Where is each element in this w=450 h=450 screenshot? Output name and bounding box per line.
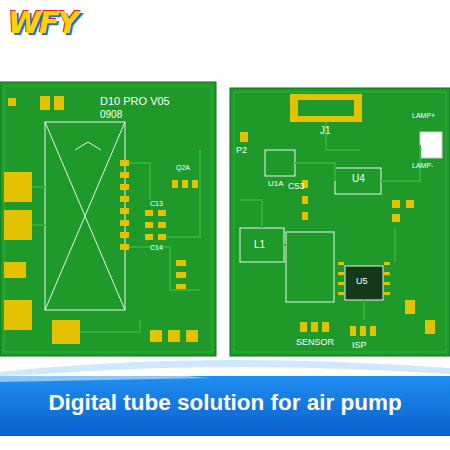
pin-label: LAMP+ bbox=[412, 112, 435, 119]
pin-label: LAMP- bbox=[412, 162, 433, 169]
logo-mark: WFY bbox=[8, 8, 77, 38]
connector-ref: P2 bbox=[236, 146, 247, 155]
component-ref: C14 bbox=[150, 244, 163, 251]
board-date: 0908 bbox=[100, 110, 122, 120]
board-name: D10 PRO V05 bbox=[100, 96, 170, 107]
component-ref: U4 bbox=[352, 174, 365, 184]
component-ref: U1A bbox=[268, 180, 284, 188]
component-ref: Q2A bbox=[176, 164, 190, 171]
component-ref: L1 bbox=[254, 240, 265, 250]
component-ref: U5 bbox=[356, 277, 368, 286]
connector-ref: J1 bbox=[320, 126, 331, 136]
component-ref: C53 bbox=[288, 182, 305, 191]
component-ref: C13 bbox=[150, 200, 163, 207]
connector-ref: SENSOR bbox=[296, 338, 334, 347]
caption-banner-text: Digital tube solution for air pump bbox=[0, 392, 450, 414]
connector-ref: ISP bbox=[352, 341, 367, 350]
